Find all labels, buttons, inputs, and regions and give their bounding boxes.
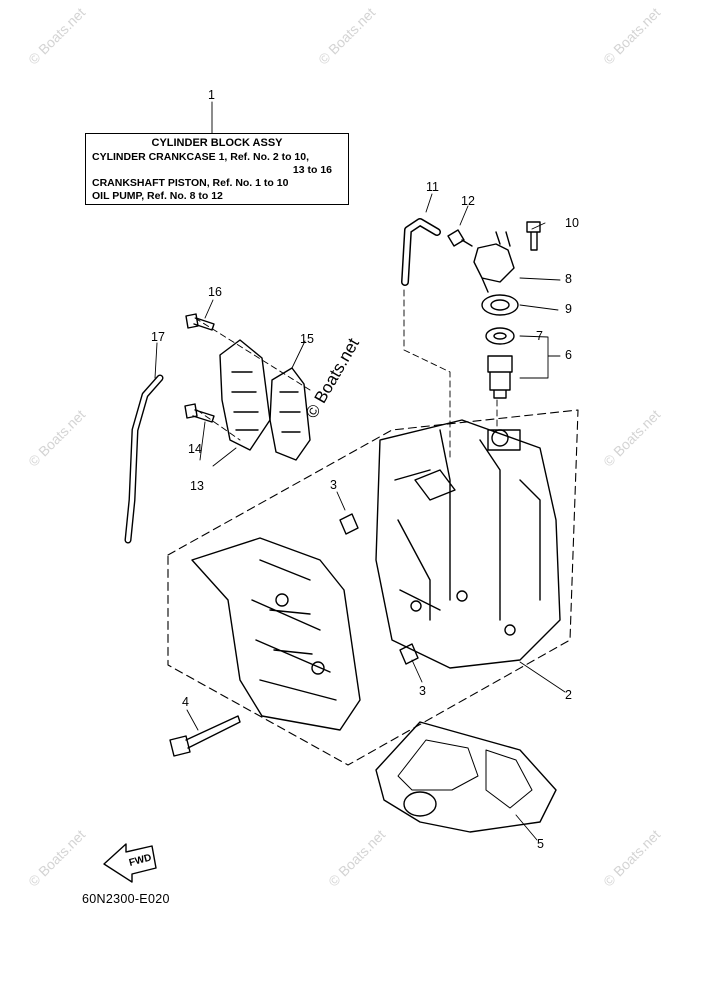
gasket-part-9 [481, 294, 519, 316]
callout-13[interactable]: 13 [190, 479, 204, 493]
dashed-alignment-lines [194, 289, 498, 459]
fitting-part-12 [447, 229, 473, 247]
gasket-part-5 [375, 721, 557, 833]
callout-6[interactable]: 6 [565, 348, 572, 362]
callout-5[interactable]: 5 [537, 837, 544, 851]
bolt-part-10 [526, 221, 541, 251]
cylinder-block-part-2 [375, 419, 561, 669]
gasket-part-15 [269, 367, 311, 461]
legend-title: CYLINDER BLOCK ASSY [151, 137, 283, 149]
hose-part-11-inner [402, 219, 440, 285]
callout-9[interactable]: 9 [565, 302, 572, 316]
bolt-part-4 [169, 715, 241, 757]
callout-17[interactable]: 17 [151, 330, 165, 344]
legend-line-2: CRANKSHAFT PISTON, Ref. No. 1 to 10 [92, 177, 289, 189]
bushing-part-3-upper [339, 513, 359, 535]
callout-8[interactable]: 8 [565, 272, 572, 286]
fwd-arrow-icon [103, 843, 157, 883]
callout-1[interactable]: 1 [208, 88, 215, 102]
thermostat-part-6 [487, 355, 513, 399]
hose-part-17-inner [125, 375, 163, 543]
callout-14[interactable]: 14 [188, 442, 202, 456]
callout-3-upper[interactable]: 3 [330, 478, 337, 492]
leader-lines [154, 101, 566, 841]
exhaust-cover-part-13 [219, 339, 271, 451]
callout-7[interactable]: 7 [536, 329, 543, 343]
assembly-dashed-outline [167, 409, 579, 766]
callout-3-lower[interactable]: 3 [419, 684, 426, 698]
diagram-code: 60N2300-E020 [82, 892, 170, 906]
callout-15[interactable]: 15 [300, 332, 314, 346]
bolt-part-14 [184, 403, 215, 423]
legend-line-1: CYLINDER CRANKCASE 1, Ref. No. 2 to 10, [92, 151, 310, 163]
bolt-part-16 [185, 313, 215, 331]
legend-line-3: OIL PUMP, Ref. No. 8 to 12 [92, 190, 223, 202]
callout-4[interactable]: 4 [182, 695, 189, 709]
fwd-label: FWD [128, 852, 153, 869]
bushing-part-3-lower [399, 643, 419, 665]
legend-line-1-cont: 13 to 16 [292, 164, 332, 176]
callout-10[interactable]: 10 [565, 216, 579, 230]
callout-16[interactable]: 16 [208, 285, 222, 299]
callout-11[interactable]: 11 [426, 180, 439, 194]
callout-2[interactable]: 2 [565, 688, 572, 702]
crankcase-part [191, 537, 361, 731]
callout-12[interactable]: 12 [461, 194, 475, 208]
seal-part-7 [485, 327, 515, 345]
parts-legend-box: CYLINDER BLOCK ASSY CYLINDER CRANKCASE 1… [85, 133, 349, 205]
elbow-part-8 [473, 231, 515, 293]
